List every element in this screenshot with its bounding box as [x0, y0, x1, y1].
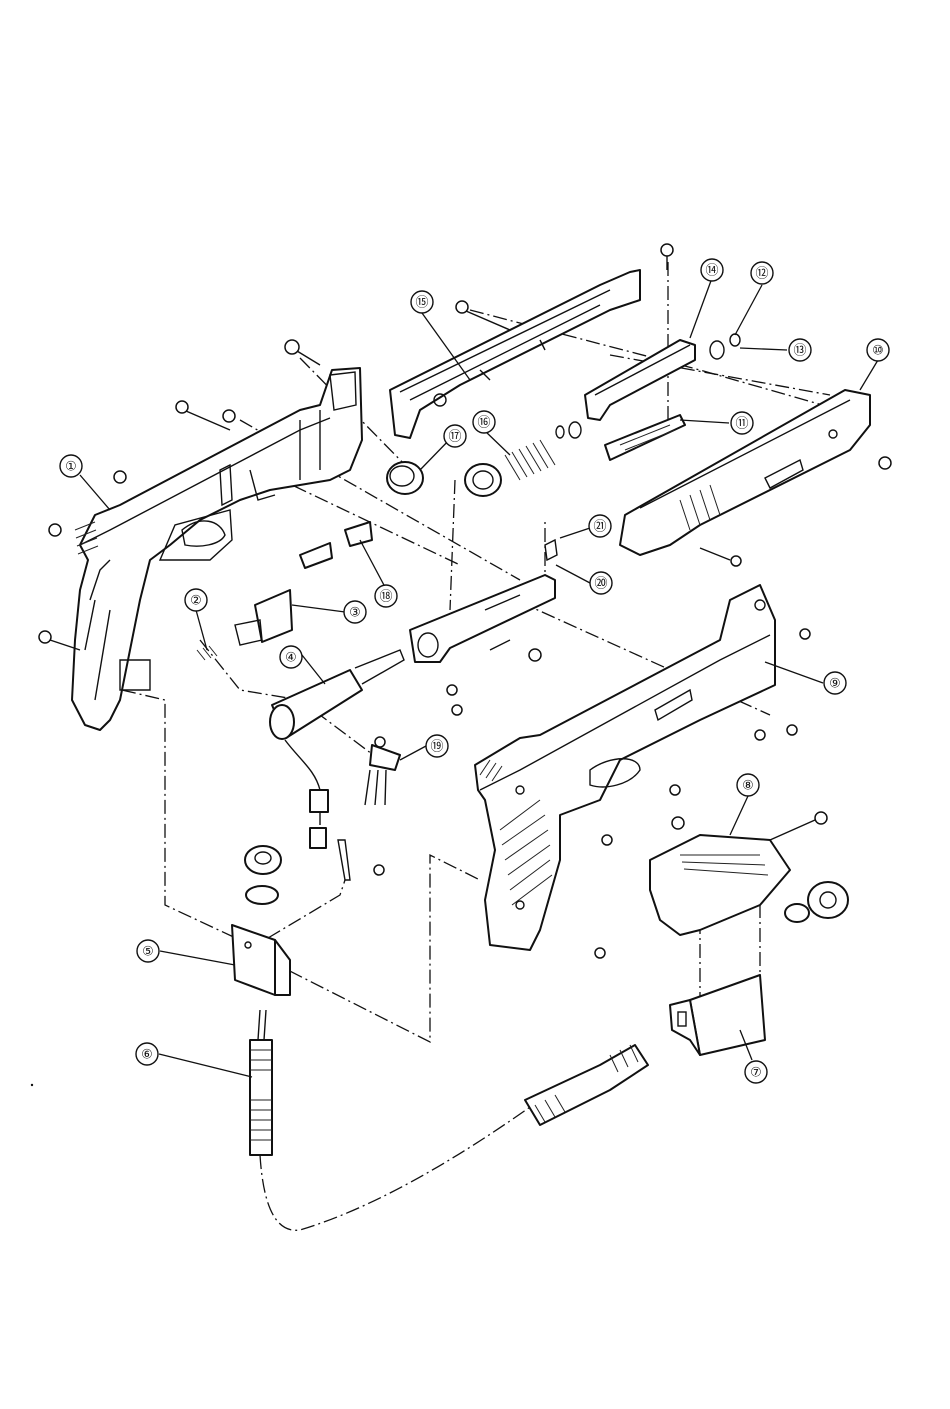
callout-16-label: ⑯ [477, 416, 490, 431]
callout-3: ③ [344, 601, 366, 623]
spring-part-16 [505, 422, 581, 480]
callout-10-label: ⑩ [872, 344, 884, 359]
callout-1: ① [60, 455, 82, 477]
washers-part-12-13 [710, 334, 740, 359]
callout-18-label: ⑱ [379, 590, 392, 605]
callout-16: ⑯ [473, 411, 495, 433]
stray-dot [31, 1084, 33, 1086]
callout-4: ④ [280, 646, 302, 668]
nut-ring [465, 464, 501, 496]
cable-connector-bottom [525, 1045, 648, 1125]
callout-11: ⑪ [731, 412, 753, 434]
callout-12: ⑫ [751, 262, 773, 284]
callout-9-label: ⑨ [829, 677, 841, 692]
callout-14-label: ⑭ [705, 264, 718, 279]
callout-9: ⑨ [824, 672, 846, 694]
callout-6: ⑥ [136, 1043, 158, 1065]
callout-13-label: ⑬ [793, 344, 806, 359]
callout-14: ⑭ [701, 259, 723, 281]
callout-10: ⑩ [867, 339, 889, 361]
bracket-part-7 [670, 975, 765, 1055]
callout-2: ② [185, 589, 207, 611]
callout-21-label: ㉑ [593, 520, 606, 535]
cap-part-17 [387, 462, 423, 494]
callout-13: ⑬ [789, 339, 811, 361]
callout-19: ⑲ [426, 735, 448, 757]
callout-8-label: ⑧ [742, 779, 754, 794]
callout-3-label: ③ [349, 606, 361, 621]
slide-part-10 [620, 390, 891, 566]
callout-12-label: ⑫ [755, 267, 768, 282]
callout-7-label: ⑦ [750, 1066, 762, 1081]
assembly-lines [122, 262, 840, 1230]
bracket-part-20 [410, 540, 557, 662]
nut-bracket-part-5 [232, 840, 384, 995]
callout-20-label: ⑳ [594, 577, 607, 592]
plate-part-11 [605, 415, 685, 460]
callout-17-label: ⑰ [448, 430, 461, 445]
callout-5-label: ⑤ [142, 945, 154, 960]
callout-2-label: ② [190, 594, 202, 609]
switch-part-18 [300, 522, 372, 568]
callout-6-label: ⑥ [141, 1048, 153, 1063]
callout-21: ㉑ [589, 515, 611, 537]
callout-1-label: ① [65, 460, 77, 475]
callout-18: ⑱ [375, 585, 397, 607]
callout-11-label: ⑪ [735, 417, 748, 432]
callout-19-label: ⑲ [430, 740, 443, 755]
callout-4-label: ④ [285, 651, 297, 666]
callout-8: ⑧ [737, 774, 759, 796]
callout-5: ⑤ [137, 940, 159, 962]
nut-right [785, 882, 848, 922]
callout-15-label: ⑮ [415, 296, 428, 311]
callout-17: ⑰ [444, 425, 466, 447]
cable-connector-part-6 [250, 1010, 272, 1155]
callout-7: ⑦ [745, 1061, 767, 1083]
switch-part-3 [235, 590, 292, 645]
callout-15: ⑮ [411, 291, 433, 313]
callout-20: ⑳ [590, 572, 612, 594]
